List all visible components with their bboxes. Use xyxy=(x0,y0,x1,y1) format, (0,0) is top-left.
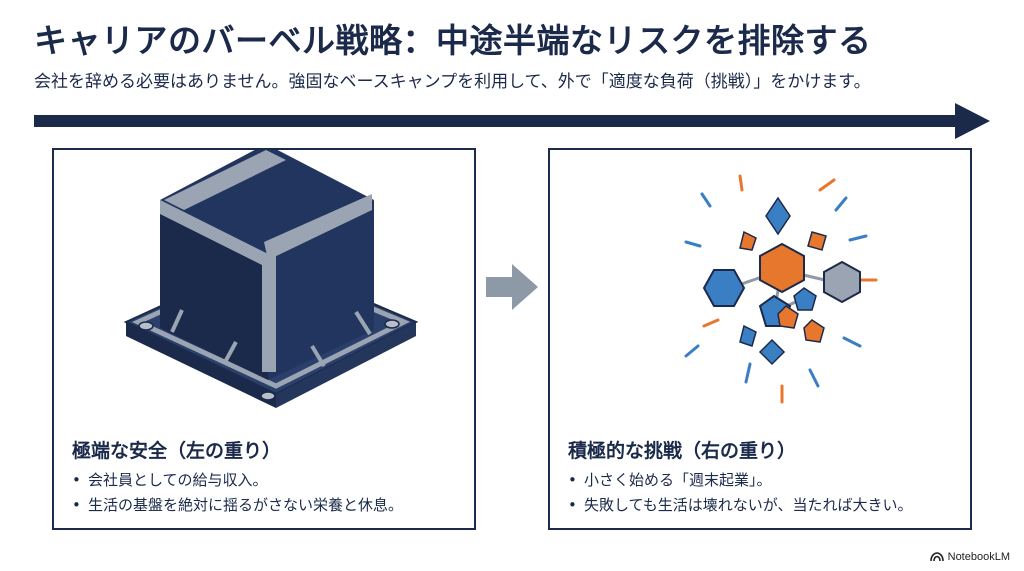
challenge-list: 小さく始める「週末起業」。 失敗しても生活は壊れないが、当たれば大きい。 xyxy=(568,468,913,518)
brand-label: NotebookLM xyxy=(947,551,1010,563)
timeline-arrow-icon xyxy=(34,103,990,139)
list-item: 失敗しても生活は壊れないが、当たれば大きい。 xyxy=(568,493,913,518)
slide-subtitle: 会社を辞める必要はありません。強固なベースキャンプを利用して、外で「適度な負荷（… xyxy=(34,72,871,92)
notebooklm-logo-icon xyxy=(929,552,944,562)
chevron-right-icon xyxy=(486,264,538,310)
challenge-heading: 積極的な挑戦（右の重り） xyxy=(568,440,797,462)
safety-heading: 極端な安全（左の重り） xyxy=(72,440,282,462)
anchored-block-icon xyxy=(123,150,419,408)
slide-title: キャリアのバーベル戦略：中途半端なリスクを排除する xyxy=(34,21,872,60)
list-item: 小さく始める「週末起業」。 xyxy=(568,468,913,493)
crystal-network-icon xyxy=(684,174,878,404)
list-item: 会社員としての給与収入。 xyxy=(72,468,403,493)
list-item: 生活の基盤を絶対に揺るがさない栄養と休息。 xyxy=(72,493,403,518)
safety-list: 会社員としての給与収入。 生活の基盤を絶対に揺るがさない栄養と休息。 xyxy=(72,468,403,518)
safety-panel: 極端な安全（左の重り） 会社員としての給与収入。 生活の基盤を絶対に揺るがさない… xyxy=(52,148,476,530)
challenge-panel: 積極的な挑戦（右の重り） 小さく始める「週末起業」。 失敗しても生活は壊れないが… xyxy=(548,148,972,530)
brand-watermark: NotebookLM xyxy=(929,551,1010,563)
